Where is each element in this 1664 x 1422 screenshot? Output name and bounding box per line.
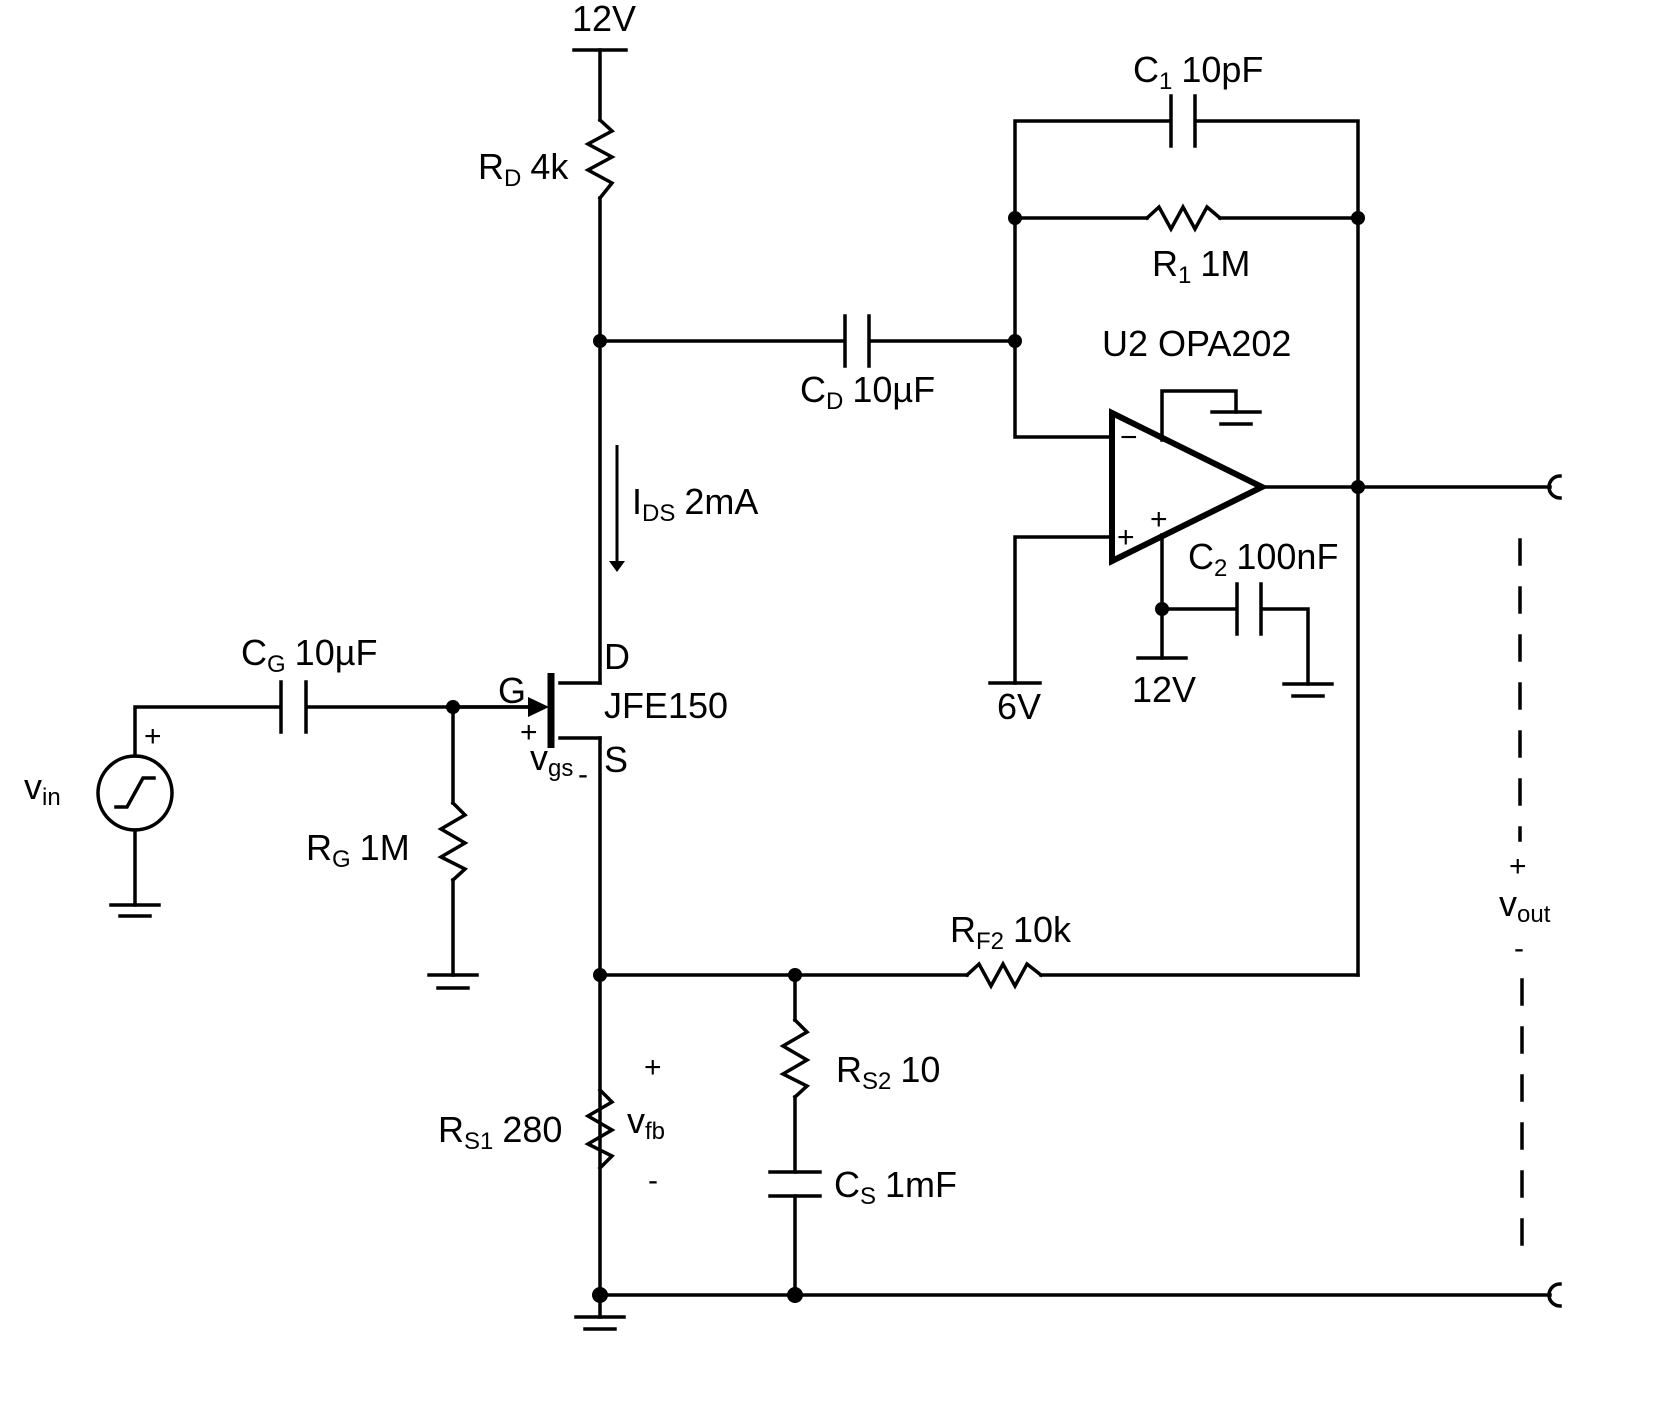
- supply-12v-label: 12V: [572, 0, 636, 39]
- resistor-rs1-symbol: [584, 1087, 616, 1171]
- ground-c2-icon: [1282, 682, 1334, 698]
- opamp-u2-symbol: − + +: [1109, 408, 1269, 566]
- capacitor-cd-symbol: [843, 314, 871, 368]
- vout-dashed-marker: [1518, 538, 1524, 1247]
- opamp-noninverting-pin-mark: +: [1117, 521, 1135, 554]
- resistor-rf2-symbol: [964, 960, 1044, 990]
- resistor-r1-symbol: [1144, 203, 1223, 233]
- ground-bottom-icon: [574, 1315, 626, 1331]
- output-terminal-bottom: [1547, 1282, 1562, 1308]
- capacitor-cs-symbol: [768, 1170, 822, 1198]
- output-terminal-top: [1547, 474, 1562, 500]
- opamp-supply-pin-mark: +: [1150, 503, 1168, 536]
- capacitor-cg-symbol: [279, 680, 308, 734]
- jfet-source-label: S: [604, 739, 628, 780]
- vout-label: vout: [1499, 883, 1551, 928]
- resistor-rd-symbol: [584, 117, 616, 201]
- supply-6v-label: 6V: [997, 686, 1041, 727]
- ground-vin-icon: [109, 903, 161, 918]
- ground-opamp-top-icon: [1210, 410, 1262, 426]
- junction-dots: [446, 211, 1365, 1303]
- ids-current-arrow: [609, 445, 625, 572]
- vfb-minus-mark: -: [648, 1164, 658, 1197]
- jfet-symbol: [453, 673, 555, 748]
- jfet-gate-label: G: [498, 670, 526, 711]
- vin-plus-mark: +: [144, 720, 162, 753]
- u2-label: U2 OPA202: [1102, 323, 1291, 364]
- vout-plus-mark: +: [1509, 850, 1527, 883]
- vfb-plus-mark: +: [644, 1051, 662, 1084]
- supply-opamp-12v-label: 12V: [1132, 669, 1196, 710]
- capacitor-c2-symbol: [1235, 582, 1263, 636]
- resistor-rs2-symbol: [779, 1017, 811, 1100]
- resistor-rg-symbol: [437, 800, 469, 883]
- opamp-inverting-pin-mark: −: [1120, 421, 1138, 454]
- vin-source-symbol: [96, 754, 174, 832]
- vgs-label: vgs: [530, 737, 573, 782]
- vgs-plus-mark: +: [520, 716, 538, 749]
- vin-label: vin: [24, 766, 61, 811]
- vout-minus-mark: -: [1514, 932, 1524, 965]
- vgs-minus-mark: -: [578, 758, 588, 791]
- jfet-drain-label: D: [604, 636, 630, 677]
- capacitor-c1-symbol: [1169, 94, 1197, 148]
- vfb-label: vfb: [627, 1100, 665, 1145]
- wires: [133, 48, 1552, 1319]
- jfet-part-label: JFE150: [604, 685, 728, 726]
- ground-rg-icon: [427, 973, 479, 990]
